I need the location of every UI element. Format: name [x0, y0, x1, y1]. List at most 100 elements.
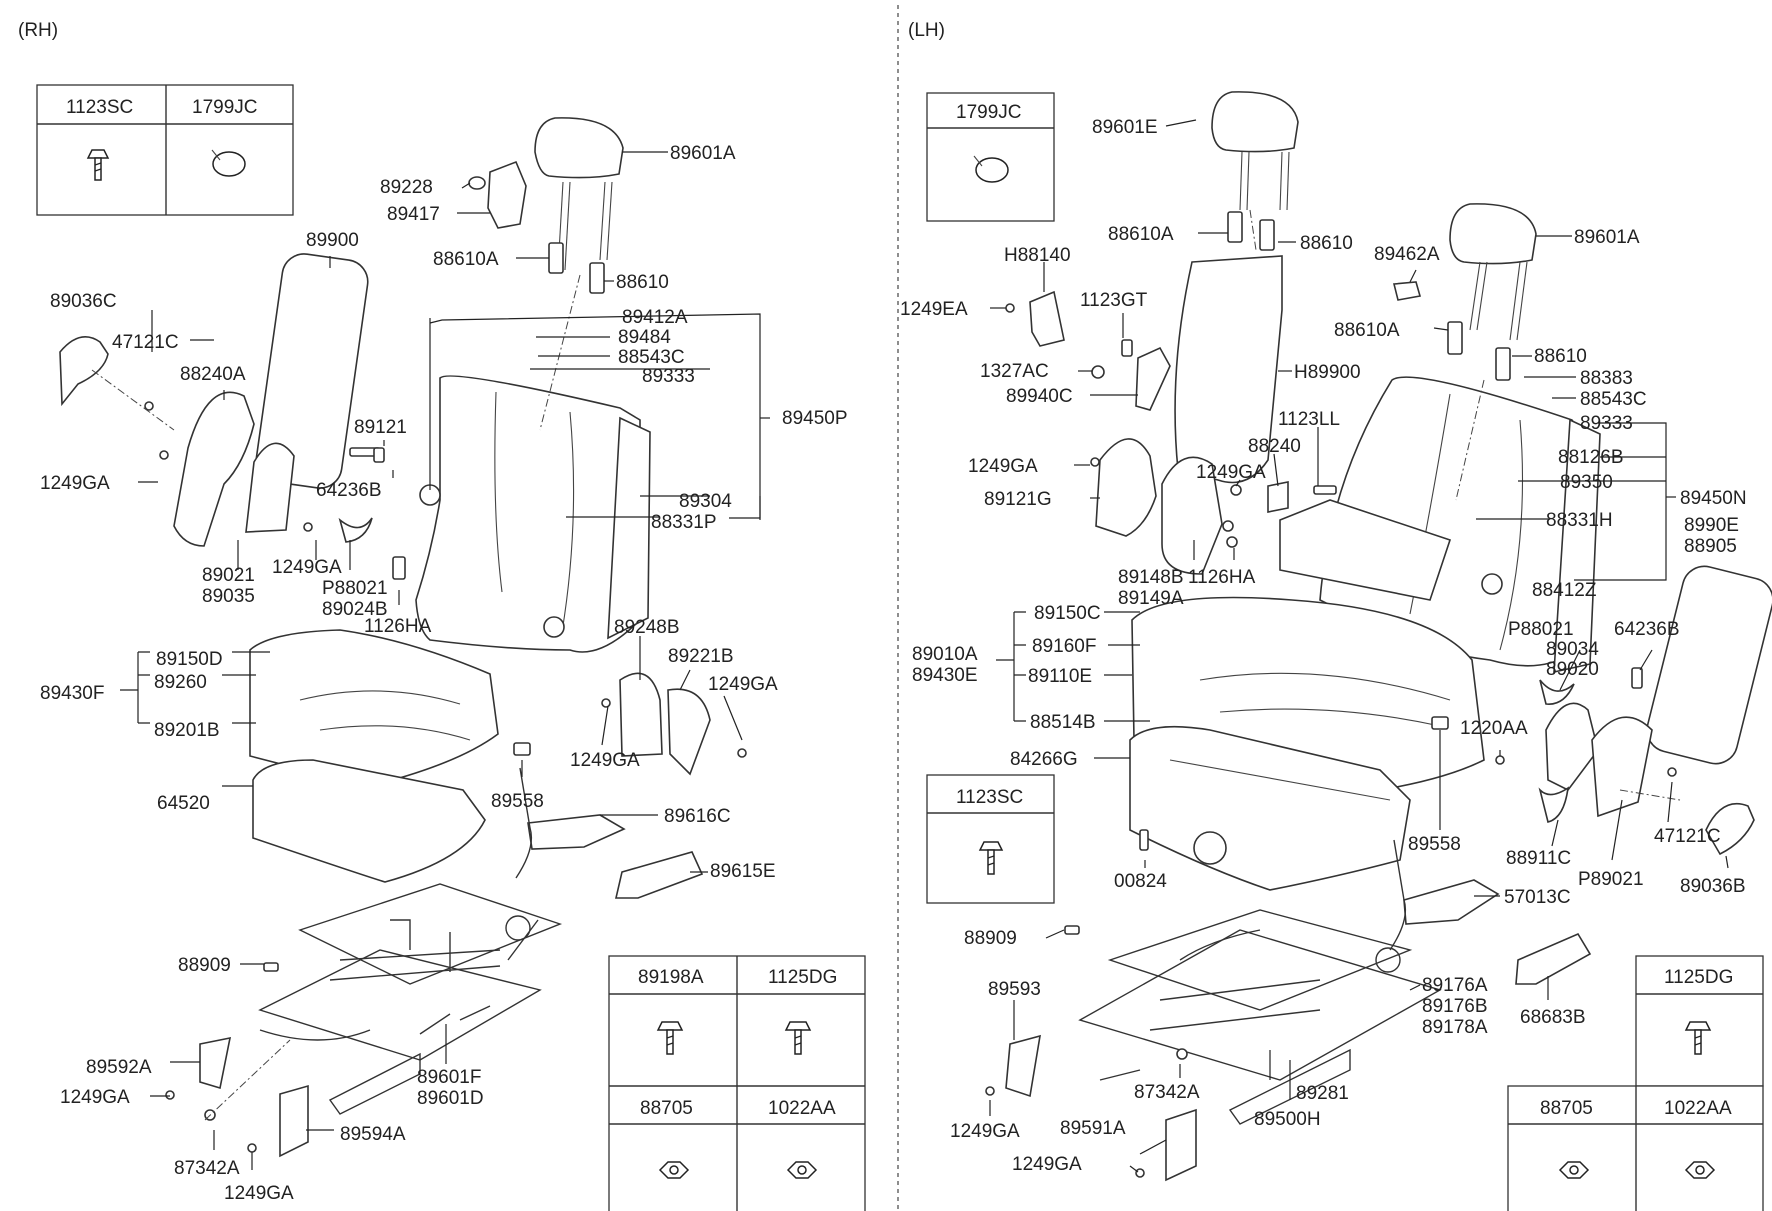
lh-label-knob: 89121G: [984, 489, 1052, 510]
lh-knob-b: [1705, 802, 1755, 856]
rh-label-screw-d: 1249GA: [570, 750, 640, 771]
rh-label-back-assy: 89450P: [782, 408, 848, 429]
lh-label-cushion-d: 88514B: [1030, 712, 1096, 733]
lh-leaders: [989, 119, 1729, 1173]
lh-label-screw-b: 1123LL: [1278, 409, 1340, 430]
lh-label-cover-a: 89148B: [1118, 567, 1184, 588]
lh-motor: [1193, 831, 1227, 865]
lh-label-back-g: 88412Z: [1532, 580, 1597, 601]
rh-label-screw-e: 1249GA: [60, 1087, 130, 1108]
lh-label-screw-d: 1249GA: [1196, 462, 1266, 483]
rh-part-labels: 89601A 88610A 88610 89228 89417 89900 89…: [40, 143, 848, 1204]
rh-label-bracket: 89248B: [614, 617, 680, 638]
lh-bracket-b: [1135, 346, 1171, 411]
bolt-symbol-icon: [978, 841, 1004, 875]
rh-trim-b: [614, 851, 704, 899]
rh-dashed-guide: [91, 369, 175, 431]
flange-bolt-icon: [656, 1021, 684, 1055]
rh-cover-a: [667, 688, 711, 776]
lh-label-rail: 89500H: [1254, 1109, 1321, 1130]
cable-clip-icon: [973, 155, 1009, 183]
rh-label-frame-b: 89601F: [417, 1067, 481, 1088]
lh-label-back-c: 89333: [1580, 413, 1633, 434]
cable-clip-icon: [211, 149, 246, 177]
rh-label-frame-c: 89601D: [417, 1088, 484, 1109]
lh-label-guide-a2: 88610: [1300, 233, 1353, 254]
lh-back-ring: [1481, 573, 1503, 595]
rh-leaders: [120, 151, 770, 1170]
flange-bolt-icon: [1684, 1021, 1712, 1055]
rh-label-back-f: 88331P: [651, 512, 717, 533]
flange-nut-icon: [786, 1161, 818, 1179]
rh-label-shield: 88240A: [180, 364, 246, 385]
rh-label-bushing: 64236B: [316, 480, 382, 501]
rh-headrest: [534, 117, 624, 271]
rh-side-label: (RH): [18, 20, 58, 41]
rh-label-cushion-assy: 89430F: [40, 683, 104, 704]
lh-label-trim-a: 57013C: [1504, 887, 1571, 908]
lh-pin: [1667, 767, 1677, 777]
rh-pin: [144, 401, 154, 411]
lh-label-rail-b: 89281: [1296, 1083, 1349, 1104]
rh-frame-bracket-b: [279, 1084, 309, 1158]
lh-label-knob-b: 89036B: [1680, 876, 1746, 897]
rh-label-back-d: 89333: [642, 366, 695, 387]
rh-label-screw-f: 1249GA: [224, 1183, 294, 1204]
rh-label-bezel: 89417: [387, 204, 440, 225]
lh-label-bracket-b: 89940C: [1006, 386, 1073, 407]
rh-bolt-b: [392, 556, 406, 580]
lh-label-arm-a: 8990E: [1684, 515, 1739, 536]
lh-label-cushion-b: 89160F: [1032, 636, 1096, 657]
lh-frame-a: [1005, 1034, 1041, 1098]
rh-shield: [173, 391, 255, 547]
rh-label-pin: 47121C: [112, 332, 179, 353]
lh-part-labels: 89601E 88610A 88610 H88140 1249EA 1123GT…: [900, 117, 1747, 1175]
lh-bolt-a: [1121, 339, 1133, 357]
rh-label-screw-b: 1249GA: [272, 557, 342, 578]
lh-label-p-cover: P88021: [1508, 619, 1574, 640]
rh-label-back-b: 89484: [618, 327, 671, 348]
lh-label-back-f: 88331H: [1546, 510, 1613, 531]
lh-label-back-d: 88126B: [1558, 447, 1624, 468]
rh-label-cover-a: 89221B: [668, 646, 734, 667]
lh-label-nut-a: 1327AC: [980, 361, 1049, 382]
lh-label-cushion-c: 89110E: [1028, 666, 1092, 687]
lh-trim-b: [1515, 932, 1592, 985]
lh-clip-b: [1139, 829, 1149, 851]
lh-label-screw-c: 1249GA: [968, 456, 1038, 477]
lh-latch: [1431, 716, 1449, 730]
rh-label-foot: 87342A: [174, 1158, 240, 1179]
bolt-symbol-icon: [86, 149, 110, 181]
lh-table-header-2: 1125DG: [1664, 967, 1733, 988]
lh-label-screw-a: 1249EA: [900, 299, 968, 320]
lh-label-bolt-a: 1123GT: [1080, 290, 1148, 311]
lh-label-back-assy: 89450N: [1680, 488, 1747, 509]
lh-bushing: [1631, 667, 1643, 689]
lh-label-bracket-a: H88140: [1004, 245, 1071, 266]
rh-p-cover: [338, 517, 373, 543]
lh-label-frame-a: 89593: [988, 979, 1041, 1000]
lh-label-trim-b: 68683B: [1520, 1007, 1586, 1028]
flange-nut-icon: [658, 1161, 690, 1179]
rh-table-header-2: 1125DG: [768, 967, 837, 988]
lh-clip-a: [1392, 281, 1422, 301]
rh-label-recliner-cover-b: 89035: [202, 586, 255, 607]
lh-label-latch: 89558: [1408, 834, 1461, 855]
rh-legend-bolt-header: 1123SC: [66, 97, 133, 118]
rh-label-recliner-cover: 89021: [202, 565, 255, 586]
rh-back-side: [607, 416, 651, 640]
lh-label-cushion-assy: 89010A: [912, 644, 978, 665]
rh-pad: [252, 759, 486, 883]
rh-bezel-parts: [468, 160, 527, 229]
lh-legend-table-bottom: 1125DG 88705 1022AA: [1507, 955, 1764, 1211]
rh-table-header-3: 88705: [640, 1098, 693, 1119]
lh-bolt-c: [1064, 925, 1080, 935]
lh-table-header-3: 88705: [1540, 1098, 1593, 1119]
lh-foot: [1176, 1048, 1188, 1060]
rh-label-cover-knob: 89036C: [50, 291, 117, 312]
lh-label-guide-a: 88610A: [1108, 224, 1174, 245]
lh-legend-bolt-header: 1123SC: [956, 787, 1023, 808]
lh-shield: [1267, 481, 1289, 513]
lh-side-label: (LH): [908, 20, 945, 41]
lh-label-cushion-a: 89150C: [1034, 603, 1101, 624]
